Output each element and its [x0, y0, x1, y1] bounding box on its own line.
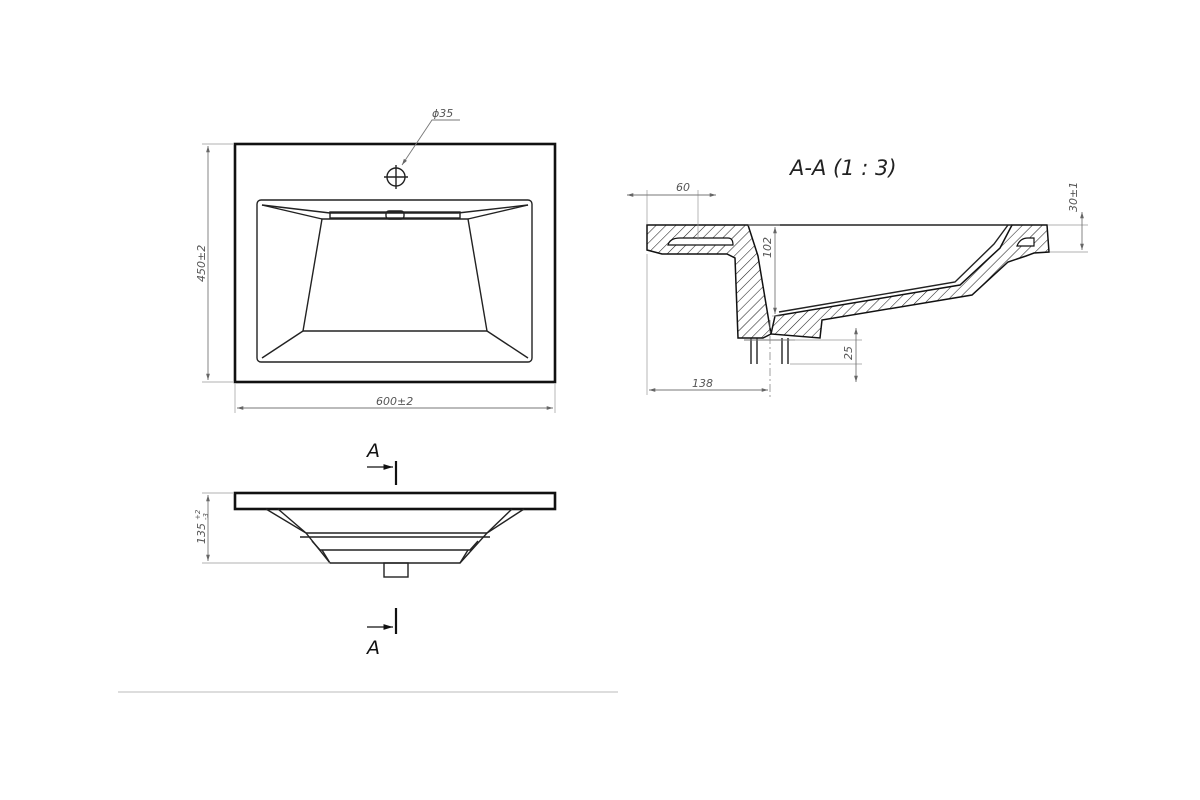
corner-edge: [467, 204, 529, 220]
section-view: A-A (1 : 3) 60 102 30±1: [627, 156, 1088, 397]
section-cut-left: [646, 224, 772, 339]
corner-edge: [486, 330, 529, 359]
height-tolerance-lower: -3: [202, 513, 210, 520]
rim-cavity-left: [667, 237, 734, 246]
corner-edge: [261, 330, 304, 359]
top-view: ϕ35 600±2 450±2: [195, 107, 557, 413]
diameter-leader: [401, 119, 460, 166]
section-marker-top: A: [365, 440, 380, 462]
overflow-hole: [385, 210, 405, 220]
front-view: 135 +2 -3 A A: [194, 440, 557, 659]
rim-thickness-label: 30±1: [1067, 182, 1080, 212]
drain-pipe: [383, 562, 409, 578]
counter-slab: [233, 491, 557, 511]
rim-offset-label: 60: [676, 181, 690, 194]
basin-depth-label: 102: [761, 237, 774, 258]
sink-outline: [233, 142, 557, 384]
rim-cavity-right: [1016, 237, 1035, 247]
width-label: 600±2: [376, 395, 413, 408]
height-label: 135: [195, 523, 208, 544]
height-tolerance-upper: +2: [194, 509, 202, 520]
basin-outer-edge: [256, 199, 533, 363]
section-title: A-A (1 : 3): [788, 156, 897, 180]
overflow-slot: [329, 211, 461, 219]
depth-label: 450±2: [195, 245, 208, 282]
diameter-label: ϕ35: [432, 107, 453, 120]
basin-bottom: [302, 218, 488, 332]
section-cut-bottom: [770, 224, 1050, 339]
basin-slope-top: [261, 204, 529, 214]
section-marker-bottom: A: [365, 637, 380, 659]
drain-offset-label: 138: [692, 377, 713, 390]
corner-edge: [261, 204, 323, 220]
basin-body: [265, 508, 525, 564]
drain-length-label: 25: [842, 346, 855, 360]
